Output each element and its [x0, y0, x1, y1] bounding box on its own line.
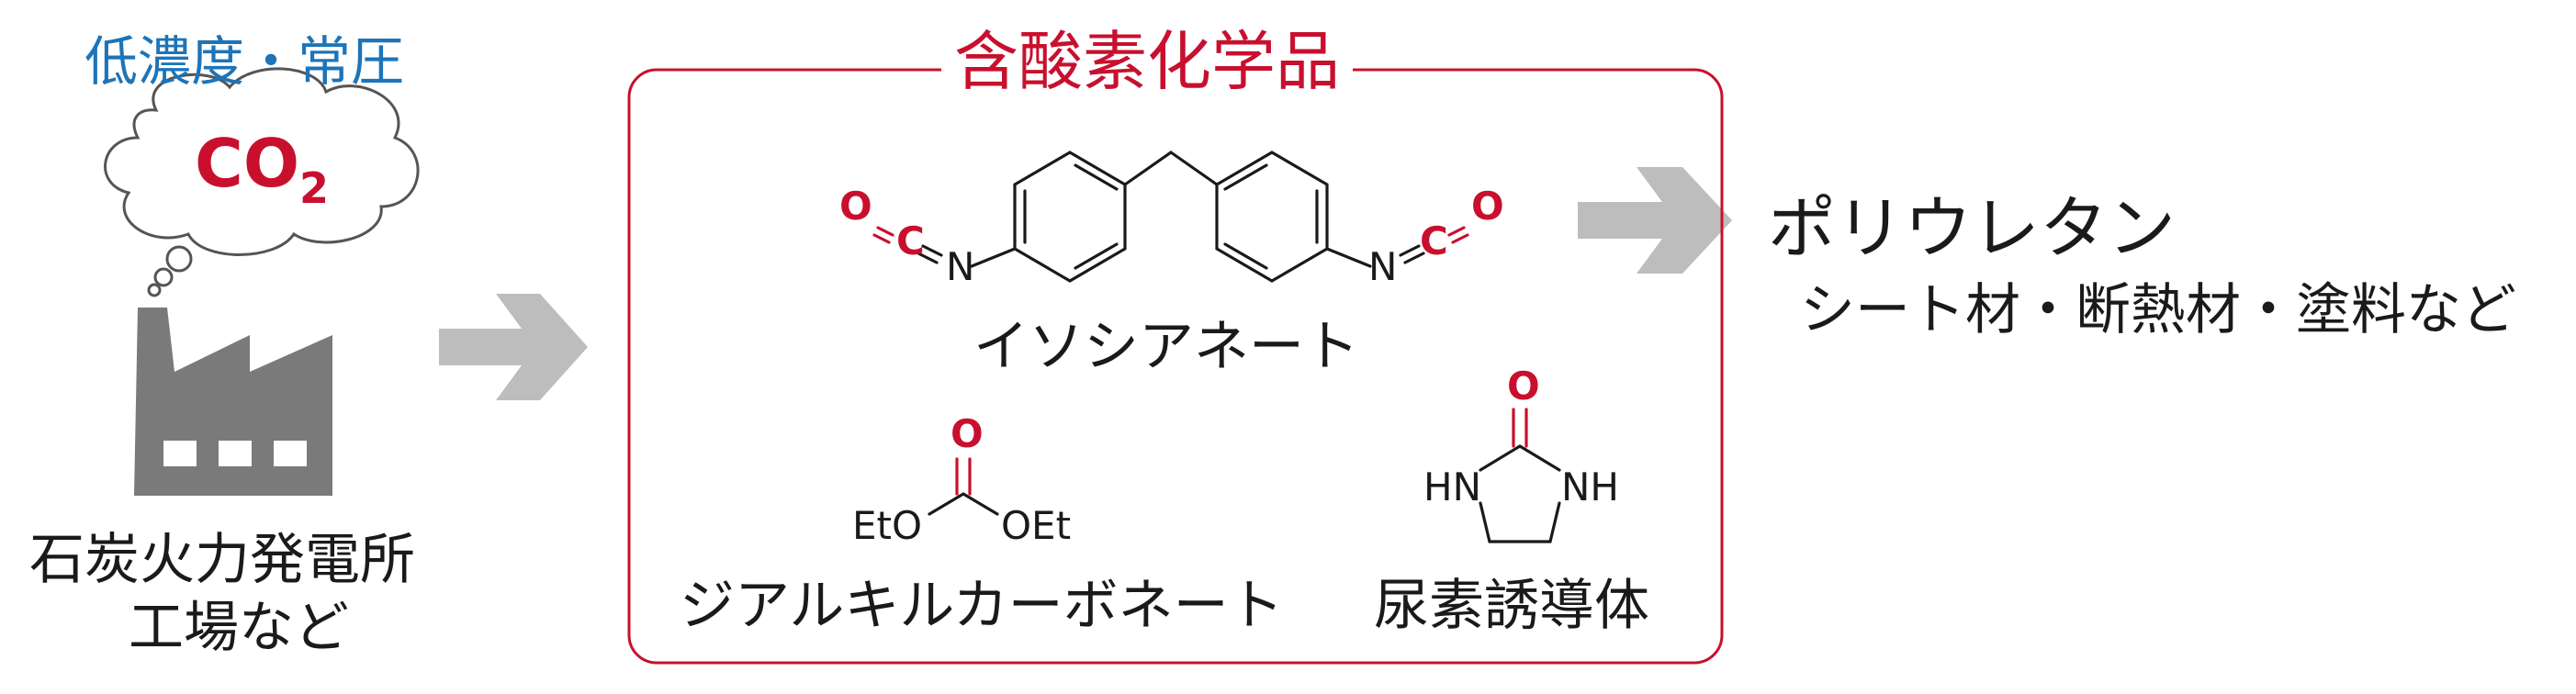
iso-n-right: N: [1368, 244, 1398, 289]
carb-o: O: [951, 411, 984, 456]
carbonate-structure: [928, 457, 999, 516]
arrow-right-1-icon: [439, 294, 588, 400]
urea-hn: HN: [1423, 465, 1481, 509]
condition-label: 低濃度・常圧: [84, 30, 405, 93]
factory-icon: [134, 308, 332, 496]
source-line-1: 石炭火力発電所: [29, 528, 415, 592]
carb-eto: EtO: [852, 503, 923, 548]
iso-c-right: C: [1420, 218, 1448, 263]
iso-n-left: N: [946, 244, 975, 289]
isocyanate-label: イソシアネート: [973, 315, 1359, 379]
iso-o-left: O: [839, 184, 872, 229]
iso-o-right: O: [1471, 184, 1504, 229]
thought-cloud: [104, 67, 420, 297]
co2-subscript: 2: [299, 163, 330, 213]
group-title: 含酸素化学品: [941, 29, 1353, 94]
co2-formula: CO2: [195, 130, 329, 209]
urea-nh: NH: [1561, 465, 1619, 509]
carb-oet: OEt: [1001, 503, 1072, 548]
iso-c-left: C: [896, 218, 925, 263]
co2-main: CO: [195, 125, 300, 202]
product-uses: シート材・断熱材・塗料など: [1800, 278, 2516, 342]
urea-o: O: [1507, 364, 1540, 409]
isocyanate-structure: [872, 151, 1469, 283]
arrow-right-2-icon: [1578, 167, 1732, 274]
dialkyl-carbonate-label: ジアルキルカーボネート: [680, 574, 1284, 638]
product-name: ポリウレタン: [1768, 189, 2176, 268]
urea-derivative-label: 尿素誘導体: [1374, 574, 1649, 638]
urea-structure: [1479, 408, 1561, 543]
source-line-2: 工場など: [129, 596, 349, 660]
